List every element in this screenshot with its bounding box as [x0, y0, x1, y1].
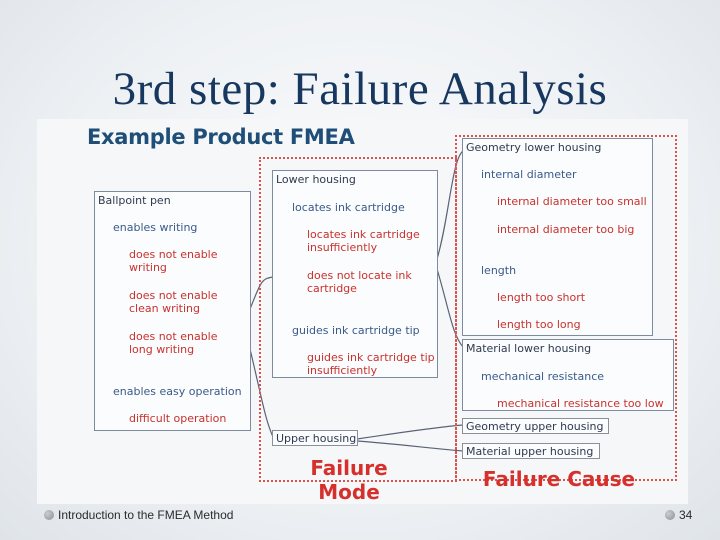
fm-difficult-operation: difficult operation: [129, 412, 227, 425]
bullet-icon: [665, 510, 675, 520]
bullet-icon: [44, 510, 54, 520]
fmea-figure: Example Product FMEA Ballpoint pen enabl…: [37, 119, 688, 504]
lower-housing-heading: Lower housing: [276, 173, 356, 186]
geometry-upper-heading: Geometry upper housing: [466, 420, 604, 433]
fm-no-writing: does not enable writing: [129, 248, 218, 274]
footer-left: Introduction to the FMEA Method: [44, 508, 233, 522]
fn-easy-operation: enables easy operation: [113, 385, 242, 398]
page-number: 34: [679, 508, 693, 522]
fm-does-not-locate: does not locate ink cartridge: [307, 269, 412, 295]
fm-no-long-writing: does not enable long writing: [129, 330, 218, 356]
failure-mode-label: Failure Mode: [310, 456, 388, 504]
cause-length-long: length too long: [497, 318, 581, 331]
cause-internal-diameter: internal diameter: [481, 168, 577, 181]
footer-text: Introduction to the FMEA Method: [58, 508, 234, 522]
cause-length-short: length too short: [497, 291, 586, 304]
fn-locates-cartridge: locates ink cartridge: [292, 201, 405, 214]
fm-locates-insufficiently: locates ink cartridge insufficiently: [307, 228, 420, 254]
cause-length: length: [481, 264, 517, 277]
fm-guides-tip-insufficiently: guides ink cartridge tip insufficiently: [307, 351, 435, 377]
cause-mechanical-resistance: mechanical resistance: [481, 370, 605, 383]
geometry-upper-box: [462, 418, 609, 434]
material-upper-box: [462, 443, 600, 459]
cause-diameter-big: internal diameter too big: [497, 223, 635, 236]
ballpoint-pen-box: [94, 191, 251, 431]
cause-diameter-small: internal diameter too small: [497, 195, 647, 208]
failure-cause-label: Failure Cause: [482, 467, 636, 491]
fm-no-clean-writing: does not enable clean writing: [129, 289, 218, 315]
geometry-lower-heading: Geometry lower housing: [466, 141, 602, 154]
upper-housing-box: [272, 430, 358, 446]
geometry-lower-box: [462, 138, 653, 336]
ballpoint-pen-heading: Ballpoint pen: [98, 194, 171, 207]
material-lower-heading: Material lower housing: [466, 342, 592, 355]
failure-cause-frame: [455, 135, 677, 481]
upper-housing-heading: Upper housing: [276, 432, 357, 445]
material-lower-box: [462, 339, 674, 411]
connector-lines: [249, 150, 464, 452]
fn-guides-tip: guides ink cartridge tip: [292, 324, 420, 337]
cause-resistance-low: mechanical resistance too low: [497, 397, 664, 410]
slide-title: 3rd step: Failure Analysis: [112, 63, 608, 115]
figure-title: Example Product FMEA: [87, 125, 355, 149]
footer-right: 34: [665, 508, 692, 522]
fn-enables-writing: enables writing: [113, 221, 198, 234]
lower-housing-box: [272, 170, 438, 378]
material-upper-heading: Material upper housing: [466, 445, 594, 458]
